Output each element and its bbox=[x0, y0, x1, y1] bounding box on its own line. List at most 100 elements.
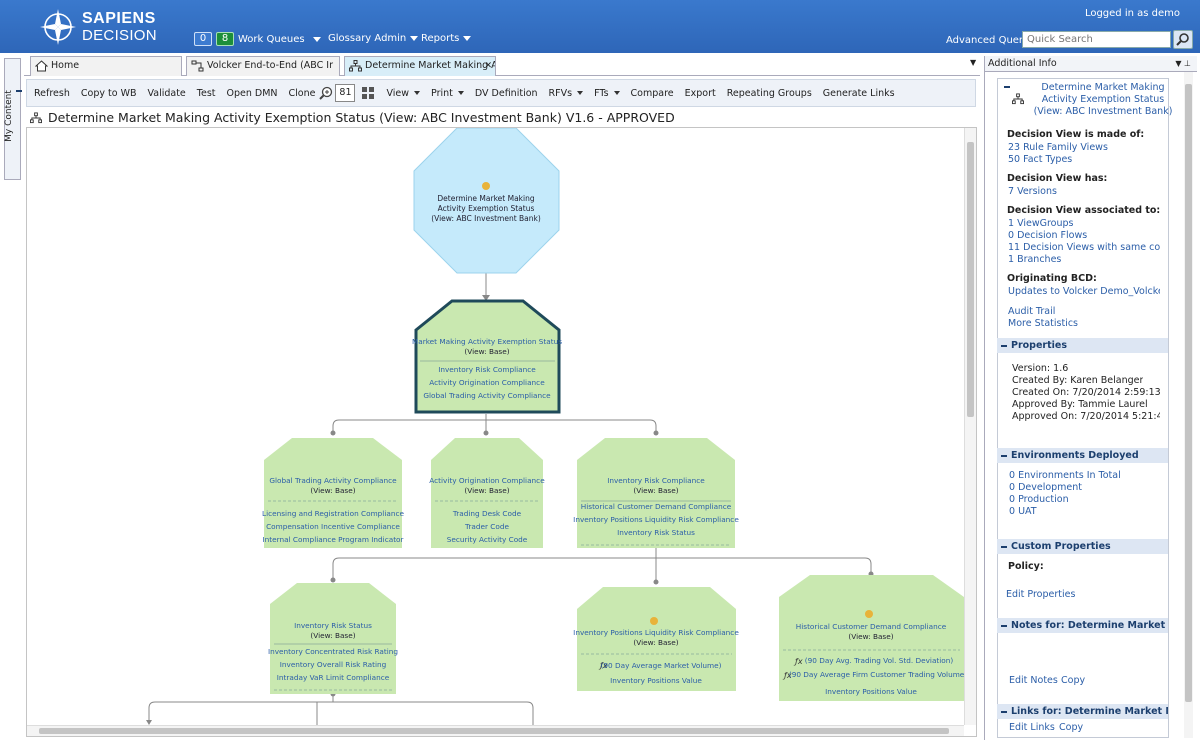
diagram-node-inventory-risk-compliance[interactable]: Inventory Risk Compliance (View: Base) H… bbox=[573, 438, 739, 548]
advanced-query-link[interactable]: Advanced Query bbox=[946, 35, 1029, 46]
rfvs-menu[interactable]: RFVs bbox=[549, 88, 584, 99]
scroll-thumb[interactable] bbox=[1185, 84, 1192, 702]
environments-total-link[interactable]: 0 Environments In Total bbox=[1009, 470, 1121, 481]
repeating-groups-button[interactable]: Repeating Groups bbox=[726, 87, 812, 99]
warning-icon bbox=[482, 182, 490, 190]
canvas-vertical-scrollbar[interactable] bbox=[964, 128, 976, 725]
edit-properties-link[interactable]: Edit Properties bbox=[1006, 589, 1076, 600]
dv-definition-button[interactable]: DV Definition bbox=[474, 87, 538, 99]
canvas-horizontal-scrollbar[interactable] bbox=[27, 725, 964, 736]
fit-to-screen-icon[interactable] bbox=[361, 86, 375, 100]
decision-view-canvas[interactable]: Determine Market Making Activity Exempti… bbox=[26, 127, 977, 737]
node-row[interactable]: Global Trading Activity Compliance bbox=[423, 391, 551, 400]
diagram-node-activity-origination[interactable]: Activity Origination Compliance (View: B… bbox=[429, 438, 545, 548]
diagram-node-historical-customer-demand[interactable]: Historical Customer Demand Compliance (V… bbox=[779, 575, 967, 701]
queue-count-zero[interactable]: 0 bbox=[194, 32, 212, 46]
glossary-admin-menu[interactable]: Glossary Admin bbox=[328, 33, 419, 44]
custom-properties-section-header[interactable]: Custom Properties bbox=[997, 539, 1168, 554]
diagram-node-global-trading[interactable]: Global Trading Activity Compliance (View… bbox=[262, 438, 404, 548]
node-row[interactable]: (90 Day Avg. Trading Vol. Std. Deviation… bbox=[805, 656, 954, 665]
development-link[interactable]: 0 Development bbox=[1009, 482, 1083, 493]
versions-link[interactable]: 7 Versions bbox=[1008, 186, 1057, 197]
node-row[interactable]: Inventory Positions Value bbox=[610, 676, 702, 685]
tab-determine-market-making[interactable]: Determine Market Making A ✕ bbox=[344, 56, 496, 76]
copy-notes-link[interactable]: Copy bbox=[1061, 675, 1086, 686]
node-row[interactable]: Inventory Positions Value bbox=[825, 687, 917, 696]
reports-label[interactable]: Reports bbox=[421, 33, 460, 44]
copy-to-wb-button[interactable]: Copy to WB bbox=[80, 87, 137, 99]
node-row[interactable]: Trader Code bbox=[464, 522, 509, 531]
close-icon[interactable]: ✕ bbox=[484, 61, 492, 71]
fact-types-link[interactable]: 50 Fact Types bbox=[1008, 154, 1073, 165]
panel-title[interactable]: Determine Market Making Activity Exempti… bbox=[1028, 82, 1178, 118]
diagram-node-root[interactable]: Market Making Activity Exemption Status … bbox=[412, 299, 562, 414]
viewgroups-link[interactable]: 1 ViewGroups bbox=[1008, 218, 1074, 229]
copy-links-link[interactable]: Copy bbox=[1059, 722, 1084, 733]
node-row[interactable]: (90 Day Average Firm Customer Trading Vo… bbox=[789, 670, 967, 679]
environments-section-header[interactable]: Environments Deployed bbox=[997, 448, 1168, 463]
node-row[interactable]: Activity Origination Compliance bbox=[429, 378, 545, 387]
print-menu[interactable]: Print bbox=[431, 88, 464, 99]
edit-notes-link[interactable]: Edit Notes bbox=[1009, 675, 1058, 686]
node-row[interactable]: Inventory Positions Liquidity Risk Compl… bbox=[573, 515, 739, 524]
open-dmn-button[interactable]: Open DMN bbox=[226, 87, 278, 99]
node-row[interactable]: (90 Day Average Market Volume) bbox=[601, 661, 722, 670]
scroll-thumb[interactable] bbox=[39, 728, 949, 734]
glossary-admin-label[interactable]: Glossary Admin bbox=[328, 33, 407, 44]
tab-home[interactable]: Home bbox=[30, 56, 182, 76]
pin-icon[interactable]: ▼ ⊥ bbox=[1175, 59, 1191, 68]
scroll-thumb[interactable] bbox=[967, 142, 974, 417]
work-queues-menu[interactable]: 0 8 Work Queues bbox=[194, 32, 321, 46]
generate-links-button[interactable]: Generate Links bbox=[822, 87, 895, 99]
uat-link[interactable]: 0 UAT bbox=[1009, 506, 1037, 517]
rule-family-views-link[interactable]: 23 Rule Family Views bbox=[1008, 142, 1108, 153]
node-row[interactable]: Inventory Risk Compliance bbox=[438, 365, 536, 374]
search-button[interactable] bbox=[1173, 30, 1193, 49]
export-button[interactable]: Export bbox=[684, 87, 716, 99]
diagram-node-inventory-risk-status[interactable]: Inventory Risk Status (View: Base) Inven… bbox=[268, 583, 398, 694]
branches-link[interactable]: 1 Branches bbox=[1008, 254, 1062, 265]
more-statistics-link[interactable]: More Statistics bbox=[1008, 318, 1078, 329]
zoom-level-input[interactable]: 81 bbox=[335, 84, 356, 102]
logged-in-status[interactable]: Logged in as demo bbox=[1084, 8, 1180, 19]
production-link[interactable]: 0 Production bbox=[1009, 494, 1069, 505]
panel-vertical-scrollbar[interactable] bbox=[1184, 72, 1193, 738]
test-button[interactable]: Test bbox=[196, 87, 216, 99]
collapse-icon[interactable] bbox=[1004, 86, 1010, 88]
diagram-node-inventory-positions-liquidity[interactable]: Inventory Positions Liquidity Risk Compl… bbox=[573, 587, 739, 691]
node-row[interactable]: Licensing and Registration Compliance bbox=[262, 509, 404, 518]
node-row[interactable]: Internal Compliance Program Indicator bbox=[262, 535, 403, 544]
node-row[interactable]: Intraday VaR Limit Compliance bbox=[277, 673, 390, 682]
validate-button[interactable]: Validate bbox=[147, 87, 186, 99]
node-row[interactable]: Inventory Overall Risk Rating bbox=[280, 660, 387, 669]
zoom-icon[interactable] bbox=[319, 86, 333, 100]
compare-button[interactable]: Compare bbox=[630, 87, 674, 99]
audit-trail-link[interactable]: Audit Trail bbox=[1008, 306, 1056, 317]
view-menu[interactable]: View bbox=[386, 88, 421, 99]
queue-count-eight[interactable]: 8 bbox=[216, 32, 234, 46]
fts-menu[interactable]: FTs bbox=[594, 88, 620, 99]
originating-bcd-link[interactable]: Updates to Volcker Demo_Volcker Cr bbox=[1008, 286, 1160, 297]
links-section-header[interactable]: Links for: Determine Market Mak bbox=[997, 704, 1168, 719]
node-row[interactable]: Compensation Incentive Compliance bbox=[266, 522, 400, 531]
decision-flows-link[interactable]: 0 Decision Flows bbox=[1008, 230, 1088, 241]
refresh-button[interactable]: Refresh bbox=[34, 87, 70, 99]
node-row[interactable]: Inventory Risk Status bbox=[617, 528, 695, 537]
reports-menu[interactable]: Reports bbox=[421, 33, 472, 44]
tab-list-dropdown-icon[interactable]: ▼ bbox=[970, 58, 977, 67]
tab-volcker[interactable]: Volcker End-to-End (ABC Ir bbox=[186, 56, 340, 76]
properties-section-header[interactable]: Properties bbox=[997, 338, 1168, 353]
node-row[interactable]: Trading Desk Code bbox=[452, 509, 522, 518]
same-conclusion-link[interactable]: 11 Decision Views with same conclu bbox=[1008, 242, 1160, 253]
clone-button[interactable]: Clone bbox=[288, 87, 316, 99]
node-row[interactable]: Historical Customer Demand Compliance bbox=[581, 502, 732, 511]
node-row[interactable]: Inventory Concentrated Risk Rating bbox=[268, 647, 398, 656]
quick-search-input[interactable] bbox=[1022, 31, 1171, 48]
work-queues-label[interactable]: Work Queues bbox=[238, 33, 305, 45]
node-row[interactable]: Security Activity Code bbox=[447, 535, 528, 544]
diagram-node-top[interactable]: Determine Market Making Activity Exempti… bbox=[413, 128, 560, 274]
chevron-down-icon bbox=[577, 91, 584, 95]
my-content-tab[interactable]: My Content bbox=[4, 58, 21, 180]
notes-section-header[interactable]: Notes for: Determine Market Mal bbox=[997, 618, 1168, 633]
edit-links-link[interactable]: Edit Links bbox=[1009, 722, 1055, 733]
